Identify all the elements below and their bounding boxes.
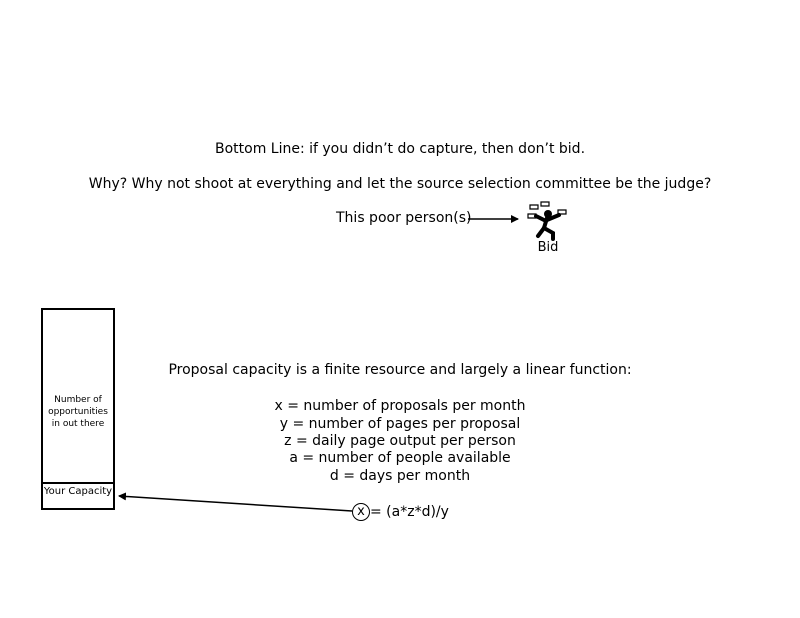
- definition-a: a = number of people available: [289, 450, 511, 466]
- your-capacity-label: Your Capacity: [43, 486, 113, 497]
- formula-expression: = (a*z*d)/y: [370, 504, 449, 520]
- why-question-text: Why? Why not shoot at everything and let…: [88, 176, 712, 192]
- opportunities-label: Number of opportunities in out there: [48, 395, 108, 429]
- definition-x: x = number of proposals per month: [274, 398, 526, 414]
- definition-z: z = daily page output per person: [284, 433, 516, 449]
- juggling-person-icon: [527, 201, 567, 241]
- box-divider: [43, 482, 113, 484]
- opportunities-capacity-box: Number of opportunities in out there You…: [41, 308, 115, 510]
- arrow-to-capacity: [118, 492, 353, 512]
- bid-label: Bid: [537, 240, 559, 255]
- circled-x-variable: x: [352, 503, 370, 521]
- poor-person-label: This poor person(s): [336, 210, 472, 226]
- capacity-formula: x= (a*z*d)/y: [352, 503, 449, 521]
- bottom-line-text: Bottom Line: if you didn’t do capture, t…: [214, 141, 586, 157]
- capacity-intro-text: Proposal capacity is a finite resource a…: [168, 362, 632, 378]
- definition-y: y = number of pages per proposal: [279, 416, 521, 432]
- definition-d: d = days per month: [329, 468, 471, 484]
